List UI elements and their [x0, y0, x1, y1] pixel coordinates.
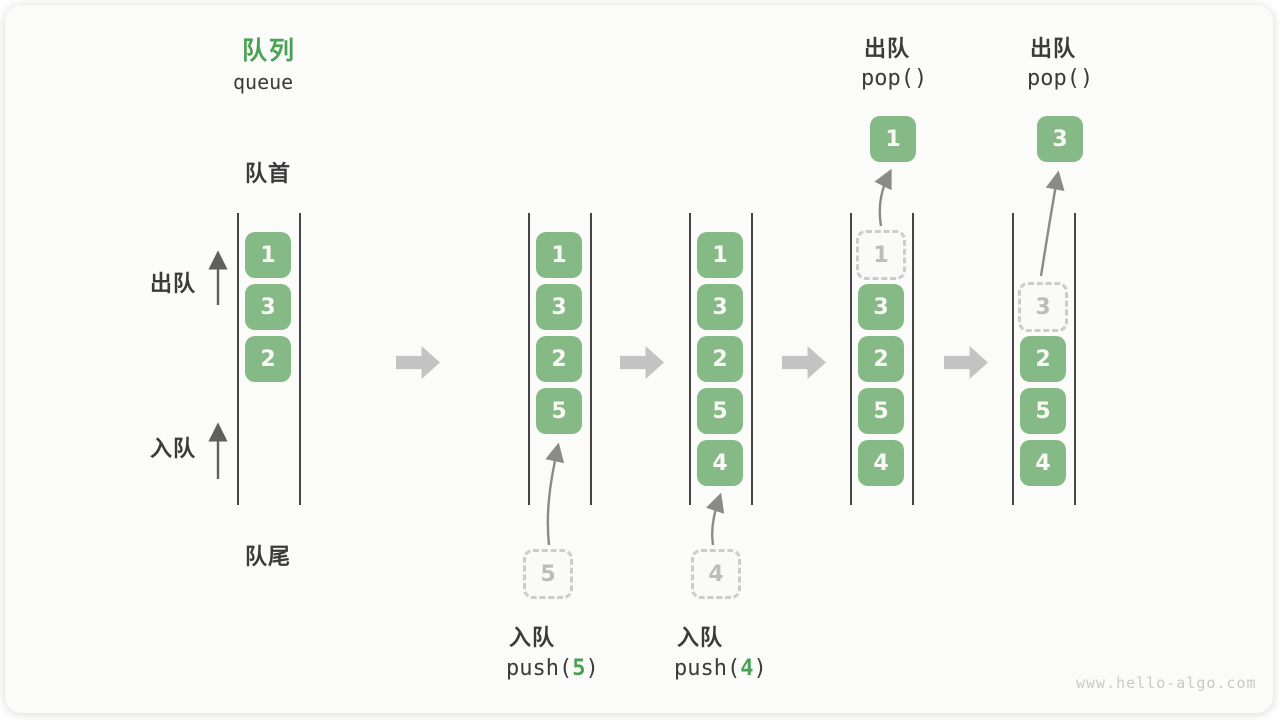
queue-3-box-1: 1 [697, 232, 743, 278]
popped-box-1: 1 [870, 116, 916, 162]
staged-box-5: 5 [523, 549, 573, 599]
queue-4-right-wall [912, 213, 914, 505]
push4-code: push(4) [674, 656, 767, 681]
dequeue-side-label: 出队 [150, 271, 197, 296]
queue-5-left-wall [1012, 213, 1014, 505]
push5-code-suffix: ) [585, 656, 599, 681]
queue-2-right-wall [590, 213, 592, 505]
watermark: www.hello-algo.com [1076, 674, 1257, 692]
pop1-label: 出队 [864, 36, 911, 61]
push5-code: push(5) [506, 656, 599, 681]
queue-4-box-5: 5 [858, 388, 904, 434]
page-subtitle: queue [233, 70, 294, 94]
flow-arrow-3 [782, 346, 826, 379]
enqueue-side-label: 入队 [150, 436, 197, 461]
page-title: 队列 [242, 37, 297, 65]
front-label: 队首 [245, 161, 292, 186]
pop2-code: pop() [1027, 66, 1094, 91]
queue-3-left-wall [689, 213, 691, 505]
queue-4-box-2: 2 [858, 336, 904, 382]
flow-arrow-1 [396, 346, 440, 379]
queue-5-box-5: 5 [1020, 388, 1066, 434]
queue-5-box-2: 2 [1020, 336, 1066, 382]
push4-code-arg: 4 [740, 656, 754, 681]
queue-3-box-3: 3 [697, 284, 743, 330]
queue-4-box-3: 3 [858, 284, 904, 330]
queue-4-left-wall [850, 213, 852, 505]
push4-label: 入队 [677, 625, 724, 650]
queue-1-left-wall [237, 213, 239, 505]
push4-code-suffix: ) [753, 656, 767, 681]
queue-1-box-1: 1 [245, 232, 291, 278]
queue-4-box-4: 4 [858, 440, 904, 486]
push5-arrow-icon [545, 442, 565, 546]
queue-1-box-3: 3 [245, 284, 291, 330]
queue-5-box-4: 4 [1020, 440, 1066, 486]
queue-2-left-wall [528, 213, 530, 505]
queue-3-box-5: 5 [697, 388, 743, 434]
queue-2-box-2: 2 [536, 336, 582, 382]
queue-2-box-3: 3 [536, 284, 582, 330]
staged-box-4: 4 [691, 549, 741, 599]
rear-label: 队尾 [245, 544, 292, 569]
flow-arrow-4 [944, 346, 988, 379]
queue-1-right-wall [299, 213, 301, 505]
queue-3-right-wall [751, 213, 753, 505]
queue-4-dashed-slot-1: 1 [856, 230, 906, 280]
pop1-arrow-icon [874, 168, 892, 227]
popped-box-3: 3 [1037, 116, 1083, 162]
push5-code-arg: 5 [572, 656, 586, 681]
push4-code-prefix: push( [674, 656, 741, 681]
push5-label: 入队 [509, 625, 556, 650]
push5-code-prefix: push( [506, 656, 573, 681]
pop2-arrow-icon [1039, 170, 1065, 277]
queue-3-box-2: 2 [697, 336, 743, 382]
queue-2-box-1: 1 [536, 232, 582, 278]
queue-1-box-2: 2 [245, 336, 291, 382]
queue-5-right-wall [1074, 213, 1076, 505]
pop1-code: pop() [861, 66, 928, 91]
queue-3-box-4: 4 [697, 440, 743, 486]
pop2-label: 出队 [1030, 36, 1077, 61]
queue-2-box-5: 5 [536, 388, 582, 434]
queue-5-dashed-slot-3: 3 [1018, 282, 1068, 332]
flow-arrow-2 [620, 346, 664, 379]
push4-arrow-icon [705, 492, 725, 546]
